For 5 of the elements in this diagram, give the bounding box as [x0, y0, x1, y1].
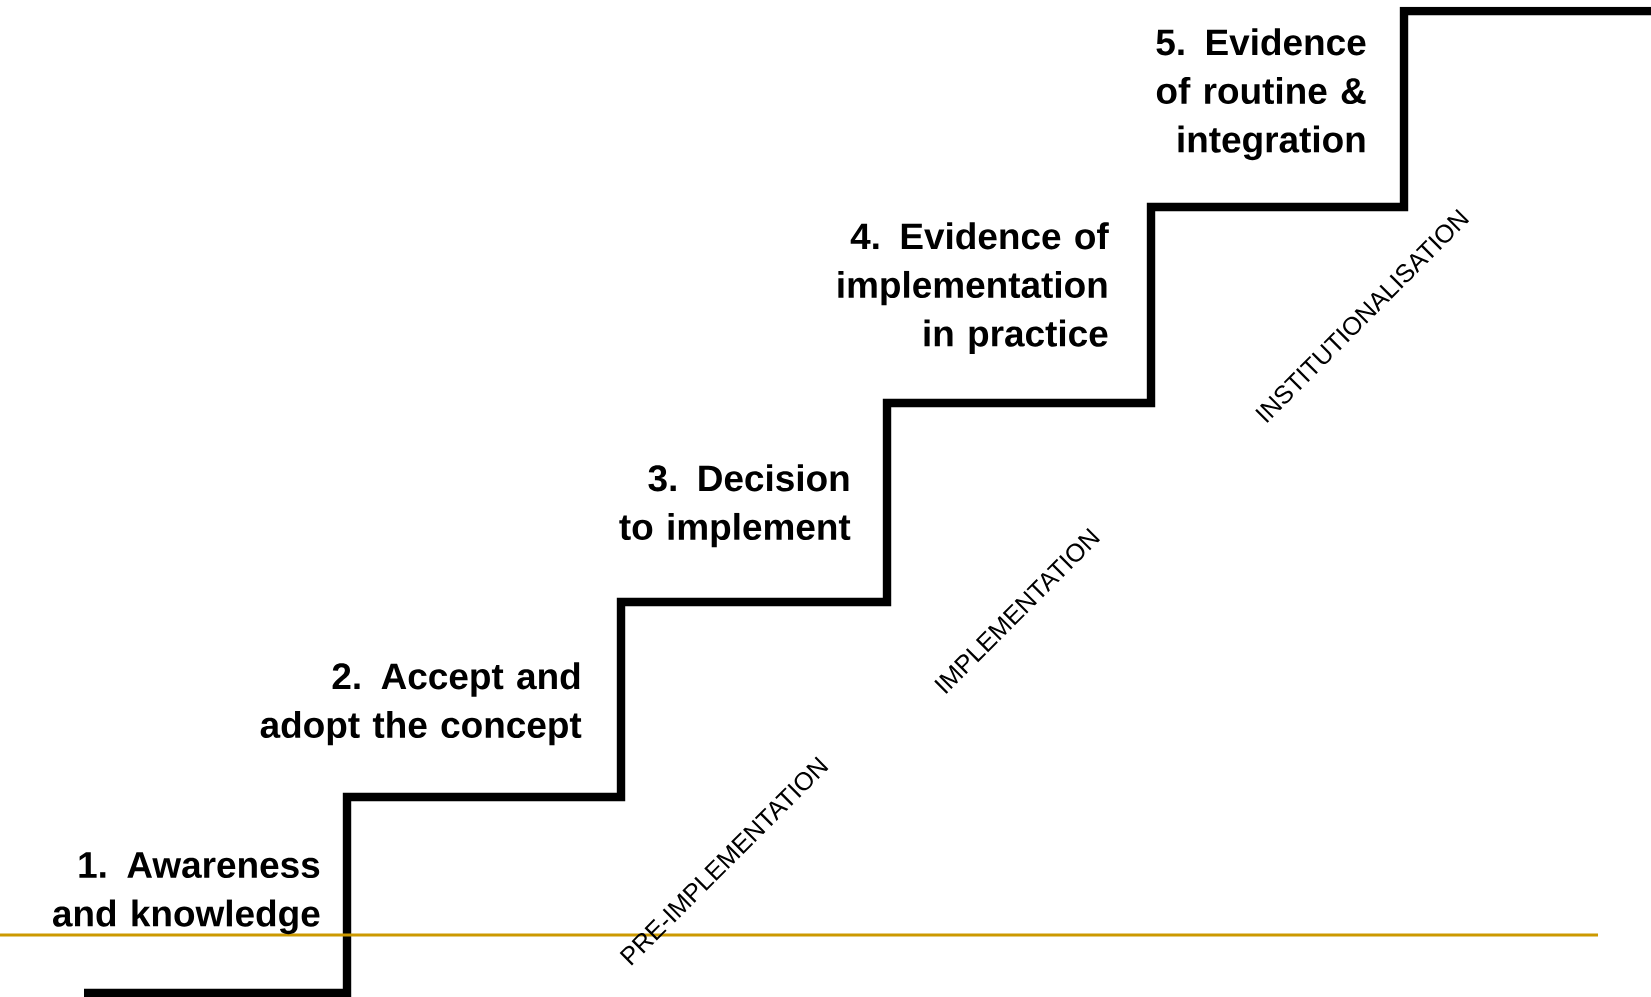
step-label: 4. Evidence of implementation in practice	[838, 222, 1109, 354]
step-label: 3. Decision to implement	[619, 464, 851, 548]
step-label: 5. Evidence of routine & integration	[1156, 28, 1366, 161]
step-label: 1. Awareness and knowledge	[53, 852, 320, 935]
step-label: 2. Accept and adopt the concept	[260, 662, 582, 746]
